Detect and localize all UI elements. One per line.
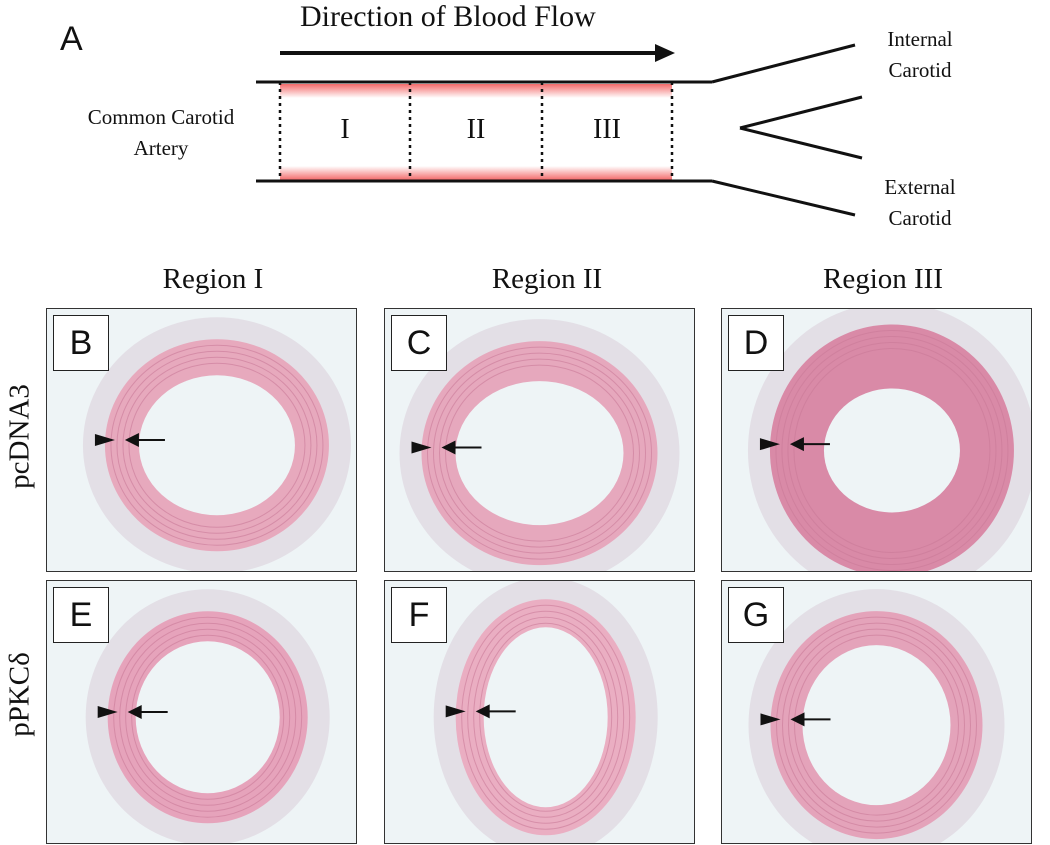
artery-cross-section: [385, 309, 694, 571]
lumen: [802, 645, 951, 806]
panel-label-d: D: [728, 315, 784, 371]
panel-label-e: E: [53, 587, 109, 643]
external-carotid-line2: Carotid: [888, 206, 952, 230]
micrograph-panel-d: D: [721, 308, 1032, 572]
arrowhead-marker: [759, 438, 780, 451]
lamella-ring: [473, 616, 619, 818]
arrow-marker-head: [789, 437, 804, 452]
row-label-pcdna3: pcDNA3: [3, 384, 36, 489]
lumen: [138, 375, 295, 516]
flow-arrowhead: [655, 44, 675, 62]
lamella-ring: [125, 628, 291, 806]
lamella-ring: [776, 616, 977, 834]
column-heading-region-3: Region III: [823, 263, 943, 295]
common-carotid-line2: Artery: [133, 136, 189, 160]
wall-glow-top: [280, 84, 672, 98]
schematic-diagram: [256, 43, 863, 217]
common-carotid-line1: Common Carotid: [87, 105, 235, 129]
column-heading-region-2: Region II: [491, 263, 603, 295]
internal-carotid-line1: Internal: [887, 27, 953, 51]
external-carotid-label: External Carotid: [860, 172, 980, 234]
arrowhead-marker: [760, 713, 781, 726]
micrograph-panel-f: F: [384, 580, 695, 844]
lamella-ring: [131, 634, 285, 800]
lamella-ring: [110, 344, 324, 546]
lamella-ring: [467, 610, 625, 824]
lamella-ring: [122, 356, 312, 534]
lamella-ring: [479, 622, 613, 812]
lumen: [483, 627, 608, 808]
lamella-ring: [793, 347, 991, 553]
lamella-ring: [788, 628, 965, 822]
internal-branch-outer: [711, 43, 856, 84]
wall-glow-bottom: [280, 166, 672, 180]
common-carotid-label: Common Carotid Artery: [58, 102, 264, 164]
segment-label-1: I: [340, 114, 350, 145]
panel-label-g: G: [728, 587, 784, 643]
panel-label-f: F: [391, 587, 447, 643]
internal-carotid-line2: Carotid: [888, 58, 952, 82]
lamella-ring: [461, 604, 631, 830]
lamella-ring: [794, 634, 959, 816]
arrow-marker-head: [124, 432, 139, 447]
arrow-marker-head: [127, 704, 142, 719]
external-branch-outer: [711, 179, 856, 217]
lamella-ring: [128, 362, 306, 528]
arrow-marker-head: [475, 704, 490, 719]
micrograph-panel-b: B: [46, 308, 357, 572]
external-branch-inner: [739, 126, 863, 160]
artery-cross-section: [722, 309, 1031, 571]
arrowhead-marker: [94, 433, 115, 446]
lamella-ring: [775, 329, 1009, 571]
internal-branch-inner: [739, 95, 863, 130]
micrograph-panel-c: C: [384, 308, 695, 572]
panel-label-b: B: [53, 315, 109, 371]
lumen: [135, 641, 280, 794]
micrograph-panel-g: G: [721, 580, 1032, 844]
lamella-ring: [433, 352, 646, 554]
lamella-ring: [113, 616, 303, 818]
lamella-ring: [782, 622, 971, 828]
arrowhead-marker: [411, 441, 432, 454]
arrow-marker-head: [441, 440, 456, 455]
artery-cross-section: [47, 581, 356, 843]
micrograph-panel-e: E: [46, 580, 357, 844]
lamella-ring: [119, 622, 297, 812]
panel-label-a: A: [60, 20, 83, 58]
panel-label-c: C: [391, 315, 447, 371]
external-carotid-line1: External: [884, 175, 956, 199]
column-heading-region-1: Region I: [162, 263, 264, 295]
row-label-ppkcd: pPKCδ: [3, 652, 36, 737]
segment-label-3: III: [593, 114, 621, 145]
lamella-ring: [781, 335, 1003, 565]
arrowhead-marker: [97, 705, 118, 718]
lamella-ring: [439, 358, 640, 548]
lumen: [823, 388, 960, 513]
lamella-ring: [116, 350, 318, 540]
segment-label-2: II: [466, 114, 486, 145]
lamella-ring: [445, 364, 634, 542]
lumen: [455, 381, 624, 526]
artery-cross-section: [385, 581, 694, 843]
artery-cross-section: [722, 581, 1031, 843]
lamella-ring: [787, 341, 997, 559]
arrowhead-marker: [445, 705, 466, 718]
flow-direction-title: Direction of Blood Flow: [300, 0, 596, 33]
lamella-ring: [427, 346, 652, 560]
arrow-marker-head: [790, 712, 805, 727]
internal-carotid-label: Internal Carotid: [860, 24, 980, 86]
